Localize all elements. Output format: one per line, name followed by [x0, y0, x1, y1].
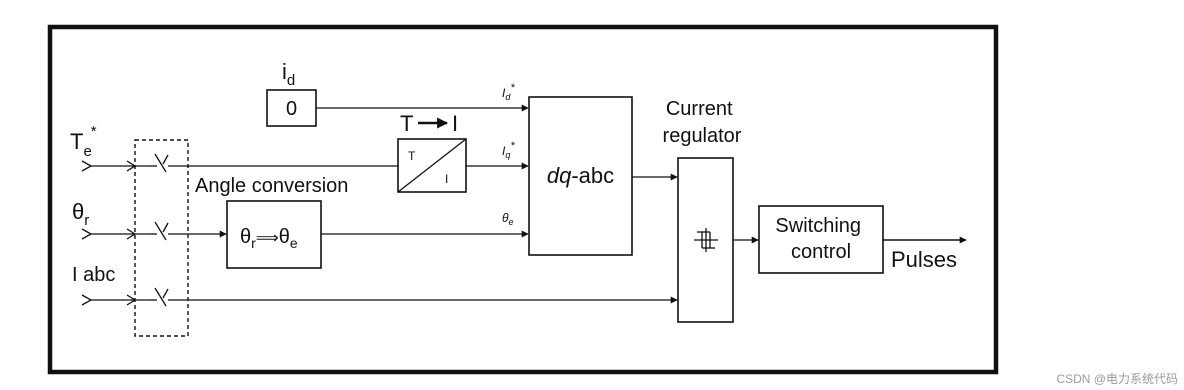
switch-theta [126, 221, 169, 241]
constant-value: 0 [286, 98, 297, 120]
input-label-theta: θr [72, 199, 89, 229]
svg-text:T: T [408, 149, 416, 163]
switch-torque [126, 153, 169, 173]
watermark: CSDN @电力系统代码 [1056, 372, 1178, 386]
input-label-current: I abc [72, 264, 115, 286]
angle-conversion-title: Angle conversion [195, 175, 348, 197]
svg-text:I: I [445, 172, 448, 186]
constant-block [266, 89, 317, 127]
dq-abc-label: dq-abc [547, 163, 614, 188]
switch-current [126, 287, 169, 307]
id-ref-label: id [282, 59, 295, 89]
input-label-torque: Te* [70, 123, 97, 160]
signal-label-theta-e: θe [502, 211, 514, 227]
switch-group [134, 139, 189, 337]
diagram-frame [47, 24, 999, 375]
t-to-i-title: T [400, 111, 413, 136]
angle-conversion-block [226, 200, 322, 269]
switching-control-label: Switching control [775, 215, 866, 263]
signal-label-iq-star: Iq* [502, 140, 515, 160]
hysteresis-icon [694, 228, 718, 252]
output-label-pulses: Pulses [891, 247, 957, 272]
svg-text:I: I [452, 111, 458, 136]
signal-label-id-star: Id* [502, 82, 515, 102]
dq-abc-block [528, 96, 633, 256]
switching-control-block [758, 205, 884, 274]
current-regulator-title: Current regulator [663, 98, 742, 147]
angle-conversion-formula: θr⟹θe [240, 226, 298, 251]
